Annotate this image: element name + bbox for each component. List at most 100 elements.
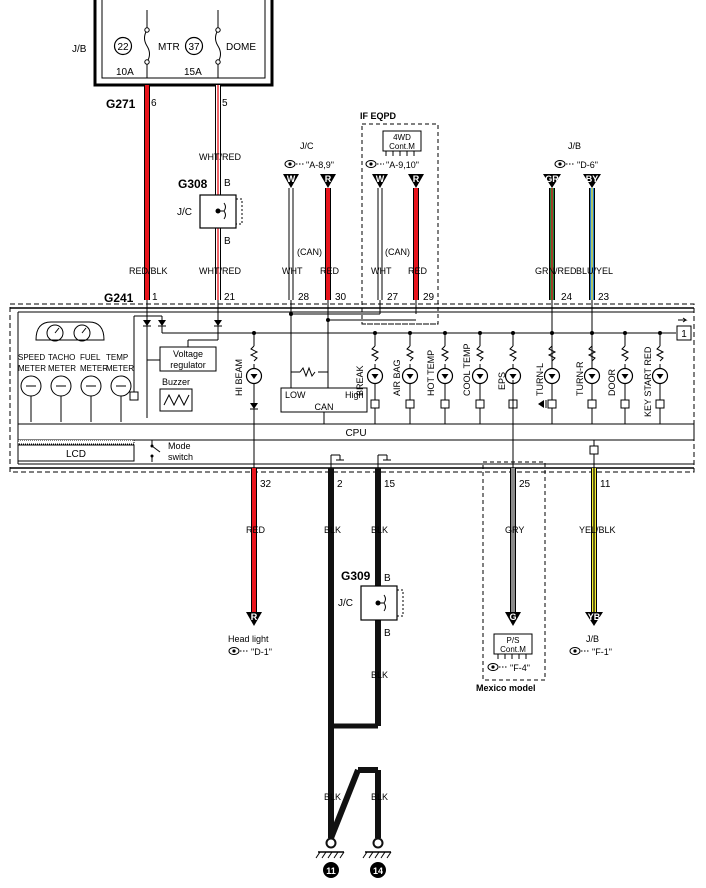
- pin-g241-27: 27: [387, 292, 399, 303]
- can-label-right: (CAN): [385, 247, 410, 257]
- mode-switch-icon: [150, 440, 161, 462]
- buzzer-label: Buzzer: [162, 377, 190, 387]
- internal-ground-icons: [330, 454, 391, 468]
- eqpd-module-line2: Cont.M: [389, 142, 415, 151]
- indicator-lamp-keystart: [651, 331, 669, 424]
- voltage-regulator-line1: Voltage: [173, 349, 203, 359]
- connector-r-30: R: [320, 174, 336, 188]
- pin-g241-11: 11: [600, 479, 611, 490]
- g309-jc-label: J/C: [338, 598, 353, 609]
- connector-r-headlight: R: [246, 612, 262, 626]
- indicator-hottemp-label: HOT TEMP: [426, 350, 436, 396]
- ps-module-line2: Cont.M: [500, 645, 526, 654]
- lcd-label: LCD: [66, 449, 86, 460]
- mexico-model-box: [482, 461, 546, 681]
- pin-g241-2: 2: [337, 479, 343, 490]
- connector-r-30-letter: R: [325, 174, 332, 184]
- indicator-cooltemp-label: COOL TEMP: [462, 343, 472, 396]
- ref-eye-icon: [554, 160, 574, 168]
- can-high-label: High: [345, 390, 364, 400]
- pin-g241-24: 24: [561, 292, 573, 303]
- indicator-lamp-airbag: [401, 331, 419, 424]
- pin-g241-25: 25: [519, 479, 531, 490]
- jb-ref-f1: "F-1": [592, 647, 612, 657]
- fuse-dome-rating: 15A: [184, 67, 202, 78]
- wire-label-blk-15: BLK: [371, 525, 388, 535]
- gauge-fuel-line1: FUEL: [80, 353, 101, 362]
- pin-g241-28: 28: [298, 292, 310, 303]
- gauge-speed-line1: SPEED: [18, 353, 45, 362]
- connector-w-28: W: [283, 174, 299, 188]
- gauge-tacho-line2: METER: [48, 364, 76, 373]
- connector-g308-label: G308: [178, 177, 208, 191]
- wire-label-wht-27: WHT: [371, 266, 392, 276]
- jc-a89-label: J/C: [300, 141, 314, 151]
- connector-gr-24-letter: GR: [545, 174, 559, 184]
- wire-label-blu-yel: BLU/YEL: [576, 266, 613, 276]
- connector-r-29: R: [408, 174, 424, 188]
- headlight-label: Head light: [228, 634, 269, 644]
- g308-pin-b-bottom: B: [224, 236, 231, 247]
- voltage-regulator-line2: regulator: [170, 360, 206, 370]
- ref-eye-icon: [365, 160, 384, 168]
- connector-g-ps-letter: G: [509, 612, 516, 622]
- mode-switch-line2: switch: [168, 452, 193, 462]
- connector-w-28-letter: W: [287, 174, 296, 184]
- jc-ref-a89: "A-8,9": [306, 160, 334, 170]
- connector-gr-24: GR: [543, 174, 561, 188]
- eqpd-module-line1: 4WD: [393, 133, 411, 142]
- wire-label-grn-red: GRN/RED: [535, 266, 577, 276]
- fuse-mtr: 22 MTR 10A: [113, 10, 180, 78]
- g308-wire-label-top: WHT/RED: [199, 152, 241, 162]
- jb-f1-label: J/B: [586, 634, 599, 644]
- indicator-lamp-door: [616, 331, 634, 424]
- wire-label-wht-red: WHT/RED: [199, 266, 241, 276]
- jb-d6-label: J/B: [568, 141, 581, 151]
- ref-eye-icon: [487, 663, 507, 671]
- wire-label-blk-g309: BLK: [371, 670, 388, 680]
- ground-14: 14: [362, 837, 392, 878]
- pin-g241-29: 29: [423, 292, 435, 303]
- cpu-label: CPU: [345, 428, 366, 439]
- wire-blk-2: [328, 468, 378, 840]
- meter-cluster-icon: [35, 321, 105, 342]
- gauge-temp-line2: METER: [106, 364, 134, 373]
- connector-g-ps: G: [505, 612, 521, 626]
- indicator-lamp-break: [366, 331, 384, 424]
- wire-label-yel-blk: YEL/BLK: [579, 525, 616, 535]
- wire-label-red-blk: RED/BLK: [129, 266, 168, 276]
- wire-label-blk-g11: BLK: [324, 792, 341, 802]
- indicator-lamp-turnr: [583, 331, 601, 424]
- ref-eye-icon: [228, 647, 248, 655]
- gauge-speed-line2: METER: [18, 364, 46, 373]
- indicator-lamp-cooltemp: [471, 331, 489, 424]
- pin-g241-30: 30: [335, 292, 347, 303]
- pin-g271-5: 5: [222, 98, 228, 109]
- pin-g241-32: 32: [260, 479, 272, 490]
- connector-yb-jb: YB: [585, 612, 603, 626]
- connector-w-27: W: [372, 174, 388, 188]
- junction-connector-g308: G308 B B J/C: [177, 177, 243, 247]
- indicator-airbag-label: AIR BAG: [392, 359, 402, 396]
- combination-meter: SPEED METER TACHO METER FUEL METER TEMP …: [9, 300, 695, 473]
- indicator-hibeam-label: HI BEAM: [234, 359, 244, 396]
- indicator-lamp-hottemp: [436, 331, 454, 424]
- mexico-model-label: Mexico model: [476, 683, 536, 693]
- pin-g241-21: 21: [224, 292, 236, 303]
- fuse-mtr-name: MTR: [158, 42, 180, 53]
- indicator-eps-label: EPS: [497, 372, 507, 390]
- can-label-left: (CAN): [297, 247, 322, 257]
- eqpd-title: IF EQPD: [360, 111, 397, 121]
- connector-g241-label: G241: [104, 291, 134, 305]
- gauge-icons: [20, 375, 132, 422]
- indicator-keystart-label: KEY START RED: [643, 346, 653, 417]
- ref-eye-icon: [284, 160, 304, 168]
- ps-control-module: P/S Cont.M: [493, 633, 533, 659]
- g309-pin-b-top: B: [384, 573, 391, 584]
- wire-label-wht-28: WHT: [282, 266, 303, 276]
- ps-module-line1: P/S: [507, 636, 520, 645]
- eqpd-ref-a910: "A-9,10": [386, 160, 419, 170]
- wire-label-red-32: RED: [246, 525, 266, 535]
- pin-g241-1: 1: [152, 292, 158, 303]
- jb-label: J/B: [72, 44, 87, 55]
